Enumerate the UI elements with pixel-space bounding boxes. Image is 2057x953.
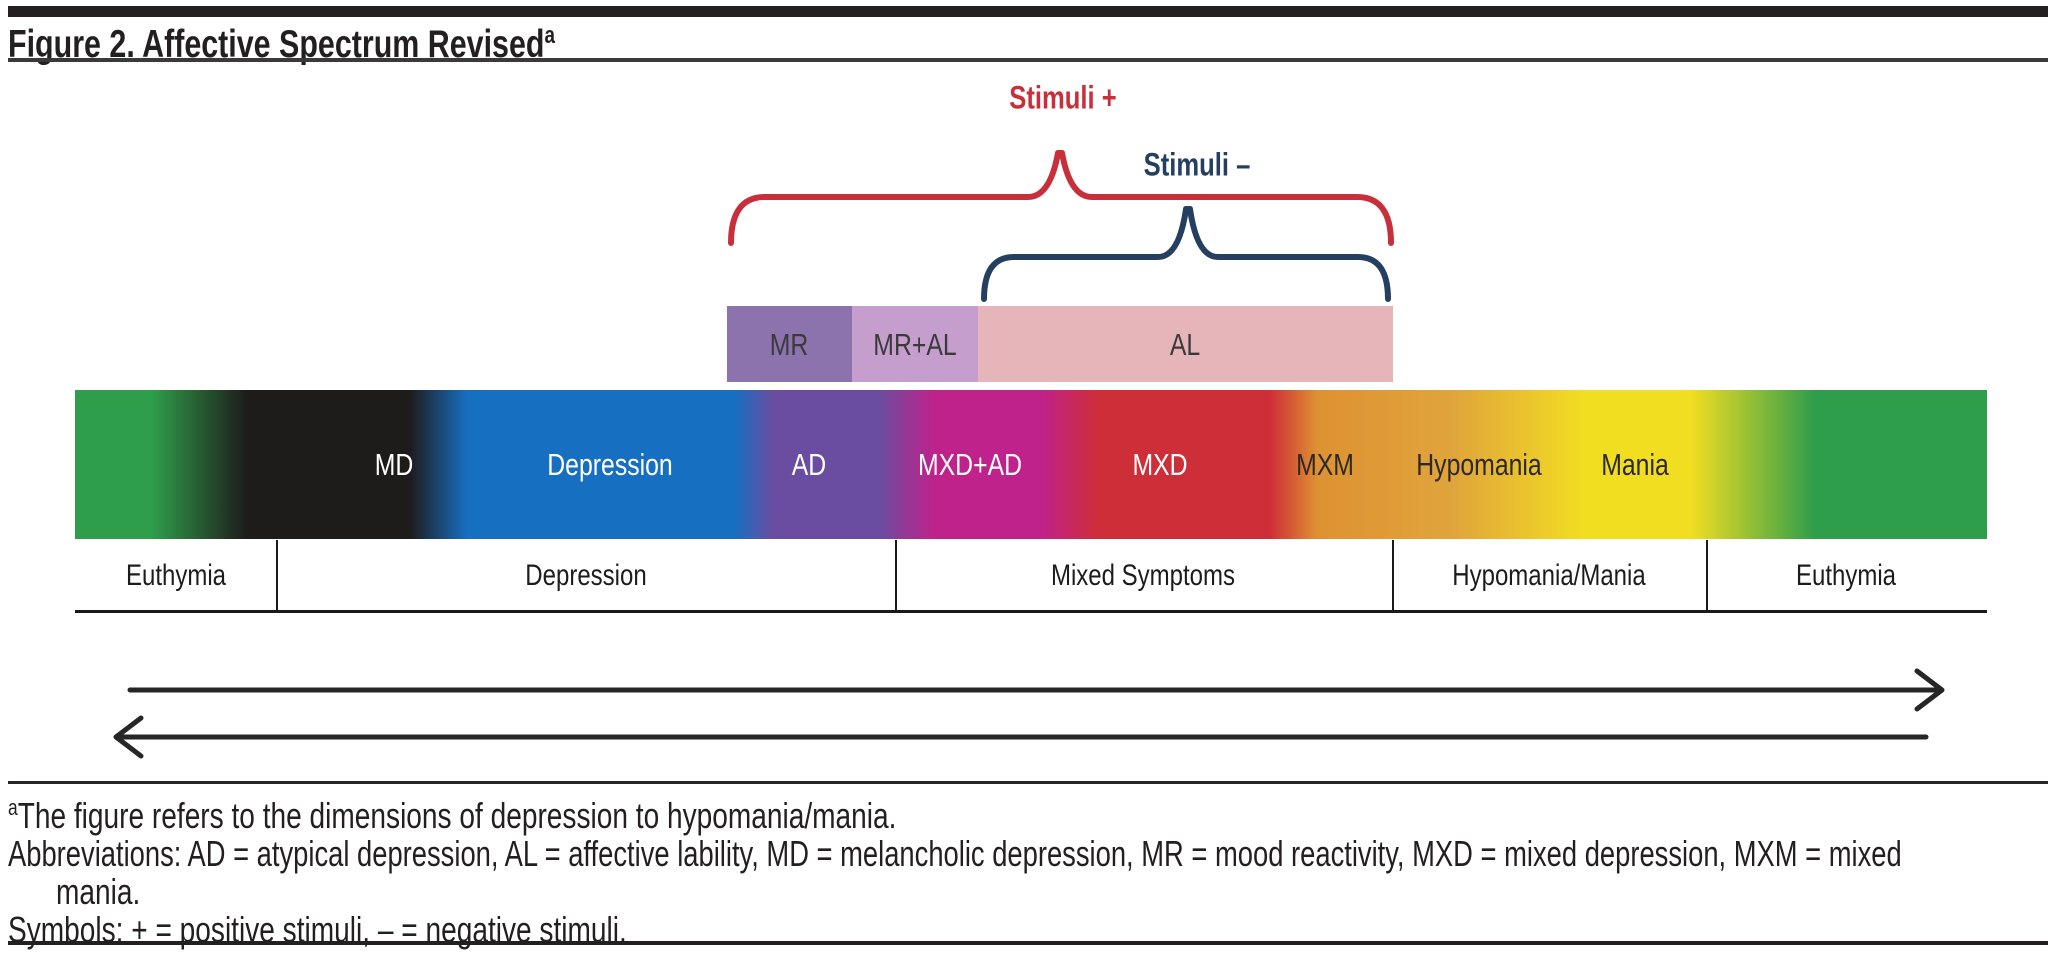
zone-divider-3 [1392,540,1394,611]
box-mr [727,306,852,382]
footnote-bottom-rule [8,941,2048,945]
zone-divider-4 [1706,540,1708,611]
footnote-line-3: mania. [56,871,141,912]
bar-label-mxd-ad: MXD+AD [917,447,1023,482]
bar-label-depression: Depression [547,447,673,482]
spectrum-bar [75,390,1987,539]
zone-row-underline [75,610,1987,613]
bar-label-mania: Mania [1601,447,1669,482]
stimuli-negative-brace [981,206,1391,302]
box-mr-al [852,306,978,382]
box-mr-label: MR [769,327,809,362]
zone-label-euthymia-right: Euthymia [1795,559,1897,592]
bar-label-ad: AD [791,447,827,482]
figure-title-superscript: a [544,22,555,49]
box-mr-al-label: MR+AL [873,327,957,362]
zone-label-depression: Depression [525,559,647,592]
left-arrow [113,715,1929,759]
footnote-line-1: aThe figure refers to the dimensions of … [8,795,897,836]
stimuli-positive-brace [728,150,1394,246]
zone-divider-2 [895,540,897,611]
bar-label-md: MD [374,447,414,482]
zone-divider-1 [276,540,278,611]
title-underline [8,58,2048,62]
box-al [978,306,1393,382]
bar-label-hypomania: Hypomania [1416,447,1542,482]
bar-label-mxm: MXM [1296,447,1354,482]
zone-label-euthymia-left: Euthymia [125,559,227,592]
footnote-line-2: Abbreviations: AD = atypical depression,… [8,833,1902,874]
top-thick-bar [8,6,2048,17]
footnote-top-rule [8,781,2048,784]
box-al-label: AL [1169,327,1201,362]
stimuli-positive-label: Stimuli + [1009,79,1117,116]
right-arrow [127,668,1945,712]
bar-label-mxd: MXD [1132,447,1188,482]
zone-label-hypomania-mania: Hypomania/Mania [1452,559,1646,592]
zone-label-mixed-symptoms: Mixed Symptoms [1050,559,1236,592]
stimuli-negative-label: Stimuli – [1143,146,1251,183]
footnotes: aThe figure refers to the dimensions of … [8,789,2057,949]
